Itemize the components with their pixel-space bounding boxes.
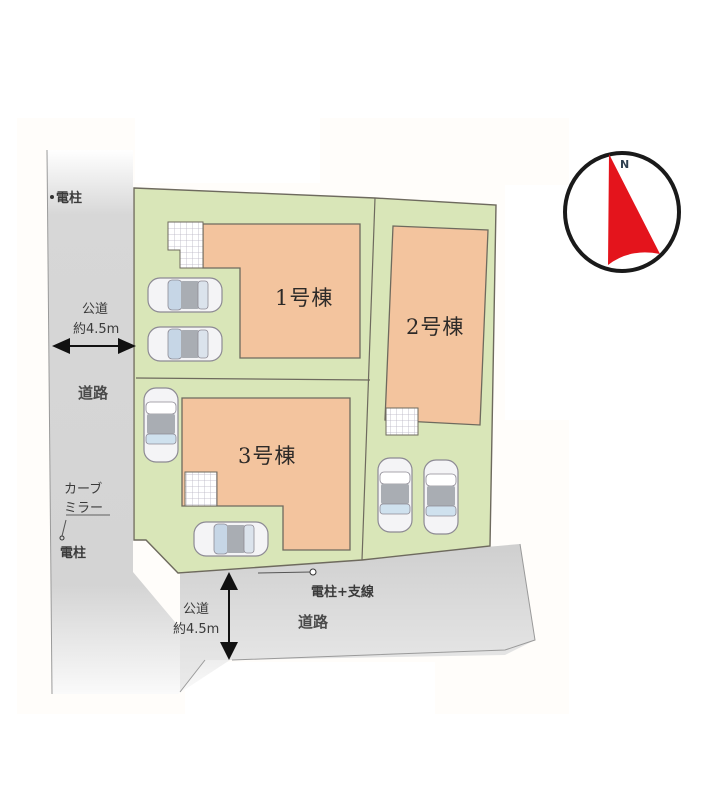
west-road-width-title: 公道 <box>82 302 109 317</box>
west-road-width-value: 約4.5m <box>73 322 120 337</box>
porch-grid <box>184 471 218 507</box>
utility-pole-label: 電柱 <box>56 191 83 206</box>
south-road-label: 道路 <box>298 613 329 631</box>
background-patch <box>185 662 435 714</box>
car-icon <box>423 459 459 535</box>
utility-pole-label: 電柱 <box>60 546 87 561</box>
background-patch <box>505 185 569 420</box>
car-icon <box>377 457 413 533</box>
building-3-footprint <box>181 397 351 551</box>
compass-icon <box>563 151 681 273</box>
curve-mirror-label-1: カーブ <box>64 482 103 497</box>
utility-pole-icon <box>50 195 54 199</box>
south-road-width-value: 約4.5m <box>173 622 220 637</box>
porch-grid <box>167 221 204 269</box>
background-patch <box>135 118 320 183</box>
building-2-label: 2号棟 <box>406 315 465 339</box>
arrow-right-icon <box>118 338 136 354</box>
guy-wire-line <box>257 571 312 574</box>
arrow-down-icon <box>220 642 238 660</box>
building-2-footprint <box>384 225 489 426</box>
curve-mirror-label-2: ミラー <box>64 501 104 516</box>
utility-pole-icon <box>309 568 317 576</box>
car-icon <box>193 521 269 557</box>
arrow-up-icon <box>220 572 238 590</box>
porch-grid <box>385 407 419 436</box>
car-icon <box>147 326 223 362</box>
car-icon <box>147 277 223 313</box>
building-3-label: 3号棟 <box>238 444 297 468</box>
arrow-left-icon <box>52 338 70 354</box>
road-south <box>178 544 535 692</box>
west-road-label: 道路 <box>78 384 109 402</box>
south-road-width-title: 公道 <box>183 602 210 617</box>
building-1-label: 1号棟 <box>275 286 334 310</box>
pole-guy-wire-label: 電柱+支線 <box>311 585 374 600</box>
road-west <box>47 150 230 694</box>
compass-north-label: N <box>620 158 630 171</box>
car-icon <box>143 387 179 463</box>
